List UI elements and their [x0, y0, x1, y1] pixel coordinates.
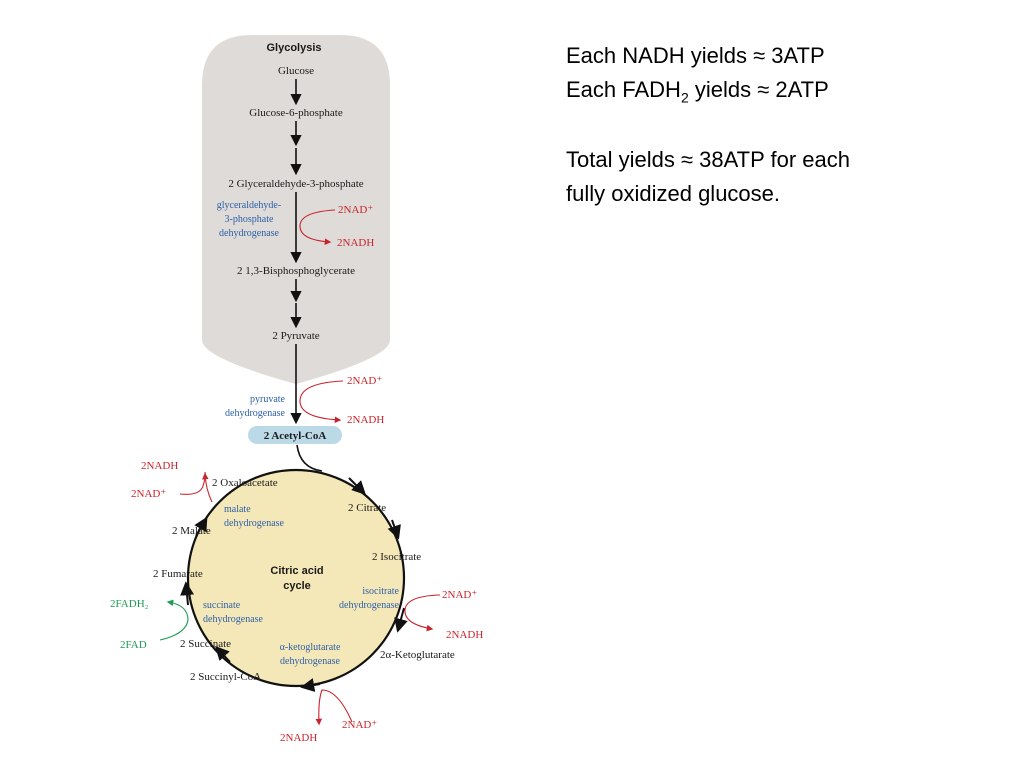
succinate-fadh2: 2FADH₂ [110, 598, 149, 610]
enzyme-succinate-dh-1: succinate [203, 600, 241, 611]
enzyme-malate-dh-1: malate [224, 504, 251, 515]
step-glyceraldehyde-3-phosphate: 2 Glyceraldehyde-3-phosphate [228, 178, 363, 190]
isocitrate-nadh: 2NADH [446, 629, 483, 641]
enzyme-pyruvate-dh-2: dehydrogenase [225, 408, 286, 419]
nad-arrow-malate-out [202, 472, 213, 503]
nad-arrow-pyruvate [299, 380, 344, 424]
enzyme-malate-dh-2: dehydrogenase [224, 518, 285, 529]
akg-nad: 2NAD⁺ [342, 719, 377, 731]
intermediate-malate: 2 Malate [172, 525, 211, 537]
enzyme-akg-dh-1: α-ketoglutarate [280, 642, 341, 653]
cycle-arrow-succinate [215, 645, 231, 663]
enzyme-g3p-dh-3: dehydrogenase [219, 228, 280, 239]
enzyme-succinate-dh-2: dehydrogenase [203, 614, 264, 625]
intermediate-succinate: 2 Succinate [180, 638, 231, 650]
intermediate-oxaloacetate: 2 Oxaloacetate [212, 477, 278, 489]
enzyme-g3p-dh-1: glyceraldehyde- [217, 200, 281, 211]
intermediate-ketoglutarate: 2α-Ketoglutarate [380, 649, 455, 661]
cycle-arrow-isocitrate [387, 519, 401, 540]
cycle-arrow-succinyl [300, 678, 321, 692]
cycle-title-2: cycle [283, 580, 311, 592]
arrow-acetyl-entry [296, 444, 323, 472]
akg-nadh: 2NADH [280, 732, 317, 744]
cycle-arrow-malate [194, 516, 208, 537]
pyruvate-nad: 2NAD⁺ [347, 375, 382, 387]
nad-arrow-isocitrate [404, 594, 441, 632]
nad-arrow-malate-in [179, 471, 206, 495]
cycle-arrow-fumarate [180, 581, 195, 606]
succinate-fad: 2FAD [120, 639, 147, 651]
note-fadh2-yield: Each FADH2 yields ≈ 2ATP [566, 77, 829, 106]
step-glucose: Glucose [278, 65, 314, 77]
enzyme-isocitrate-dh-2: dehydrogenase [339, 600, 400, 611]
step-pyruvate: 2 Pyruvate [272, 330, 319, 342]
step-glucose-6-phosphate: Glucose-6-phosphate [249, 107, 343, 119]
intermediate-succinyl-coa: 2 Succinyl-CoA [190, 671, 261, 683]
enzyme-pyruvate-dh-1: pyruvate [250, 394, 286, 405]
cycle-arrow-ketoglutarate [394, 607, 408, 633]
step-bisphosphoglycerate: 2 1,3-Bisphosphoglycerate [237, 265, 355, 277]
nad-arrow-akg [315, 689, 353, 726]
intermediate-fumarate: 2 Fumarate [153, 568, 203, 580]
pyruvate-nadh: 2NADH [347, 414, 384, 426]
glycolysis-nadh: 2NADH [337, 237, 374, 249]
enzyme-isocitrate-dh-1: isocitrate [362, 586, 399, 597]
enzyme-g3p-dh-2: 3-phosphate [225, 214, 274, 225]
acetyl-coa-label: 2 Acetyl-CoA [264, 430, 327, 442]
note-total-yield-line2: fully oxidized glucose. [566, 181, 781, 206]
malate-nad: 2NAD⁺ [131, 488, 166, 500]
citric-acid-cycle-circle [186, 468, 406, 688]
glycolysis-title: Glycolysis [266, 42, 321, 54]
acetyl-coa-badge [248, 426, 342, 444]
note-total-yield-line1: Total yields ≈ 38ATP for each [566, 147, 850, 172]
malate-nadh: 2NADH [141, 460, 178, 472]
enzyme-akg-dh-2: dehydrogenase [280, 656, 341, 667]
intermediate-citrate: 2 Citrate [348, 502, 386, 514]
nad-arrow-glycolysis [299, 209, 336, 245]
glycolysis-nad: 2NAD⁺ [338, 204, 373, 216]
note-nadh-yield: Each NADH yields ≈ 3ATP [566, 43, 825, 68]
isocitrate-nad: 2NAD⁺ [442, 589, 477, 601]
fad-arrow-succinate [159, 599, 189, 641]
intermediate-isocitrate: 2 Isocitrate [372, 551, 421, 563]
cycle-arrow-citrate [348, 477, 366, 495]
cycle-title-1: Citric acid [270, 565, 323, 577]
